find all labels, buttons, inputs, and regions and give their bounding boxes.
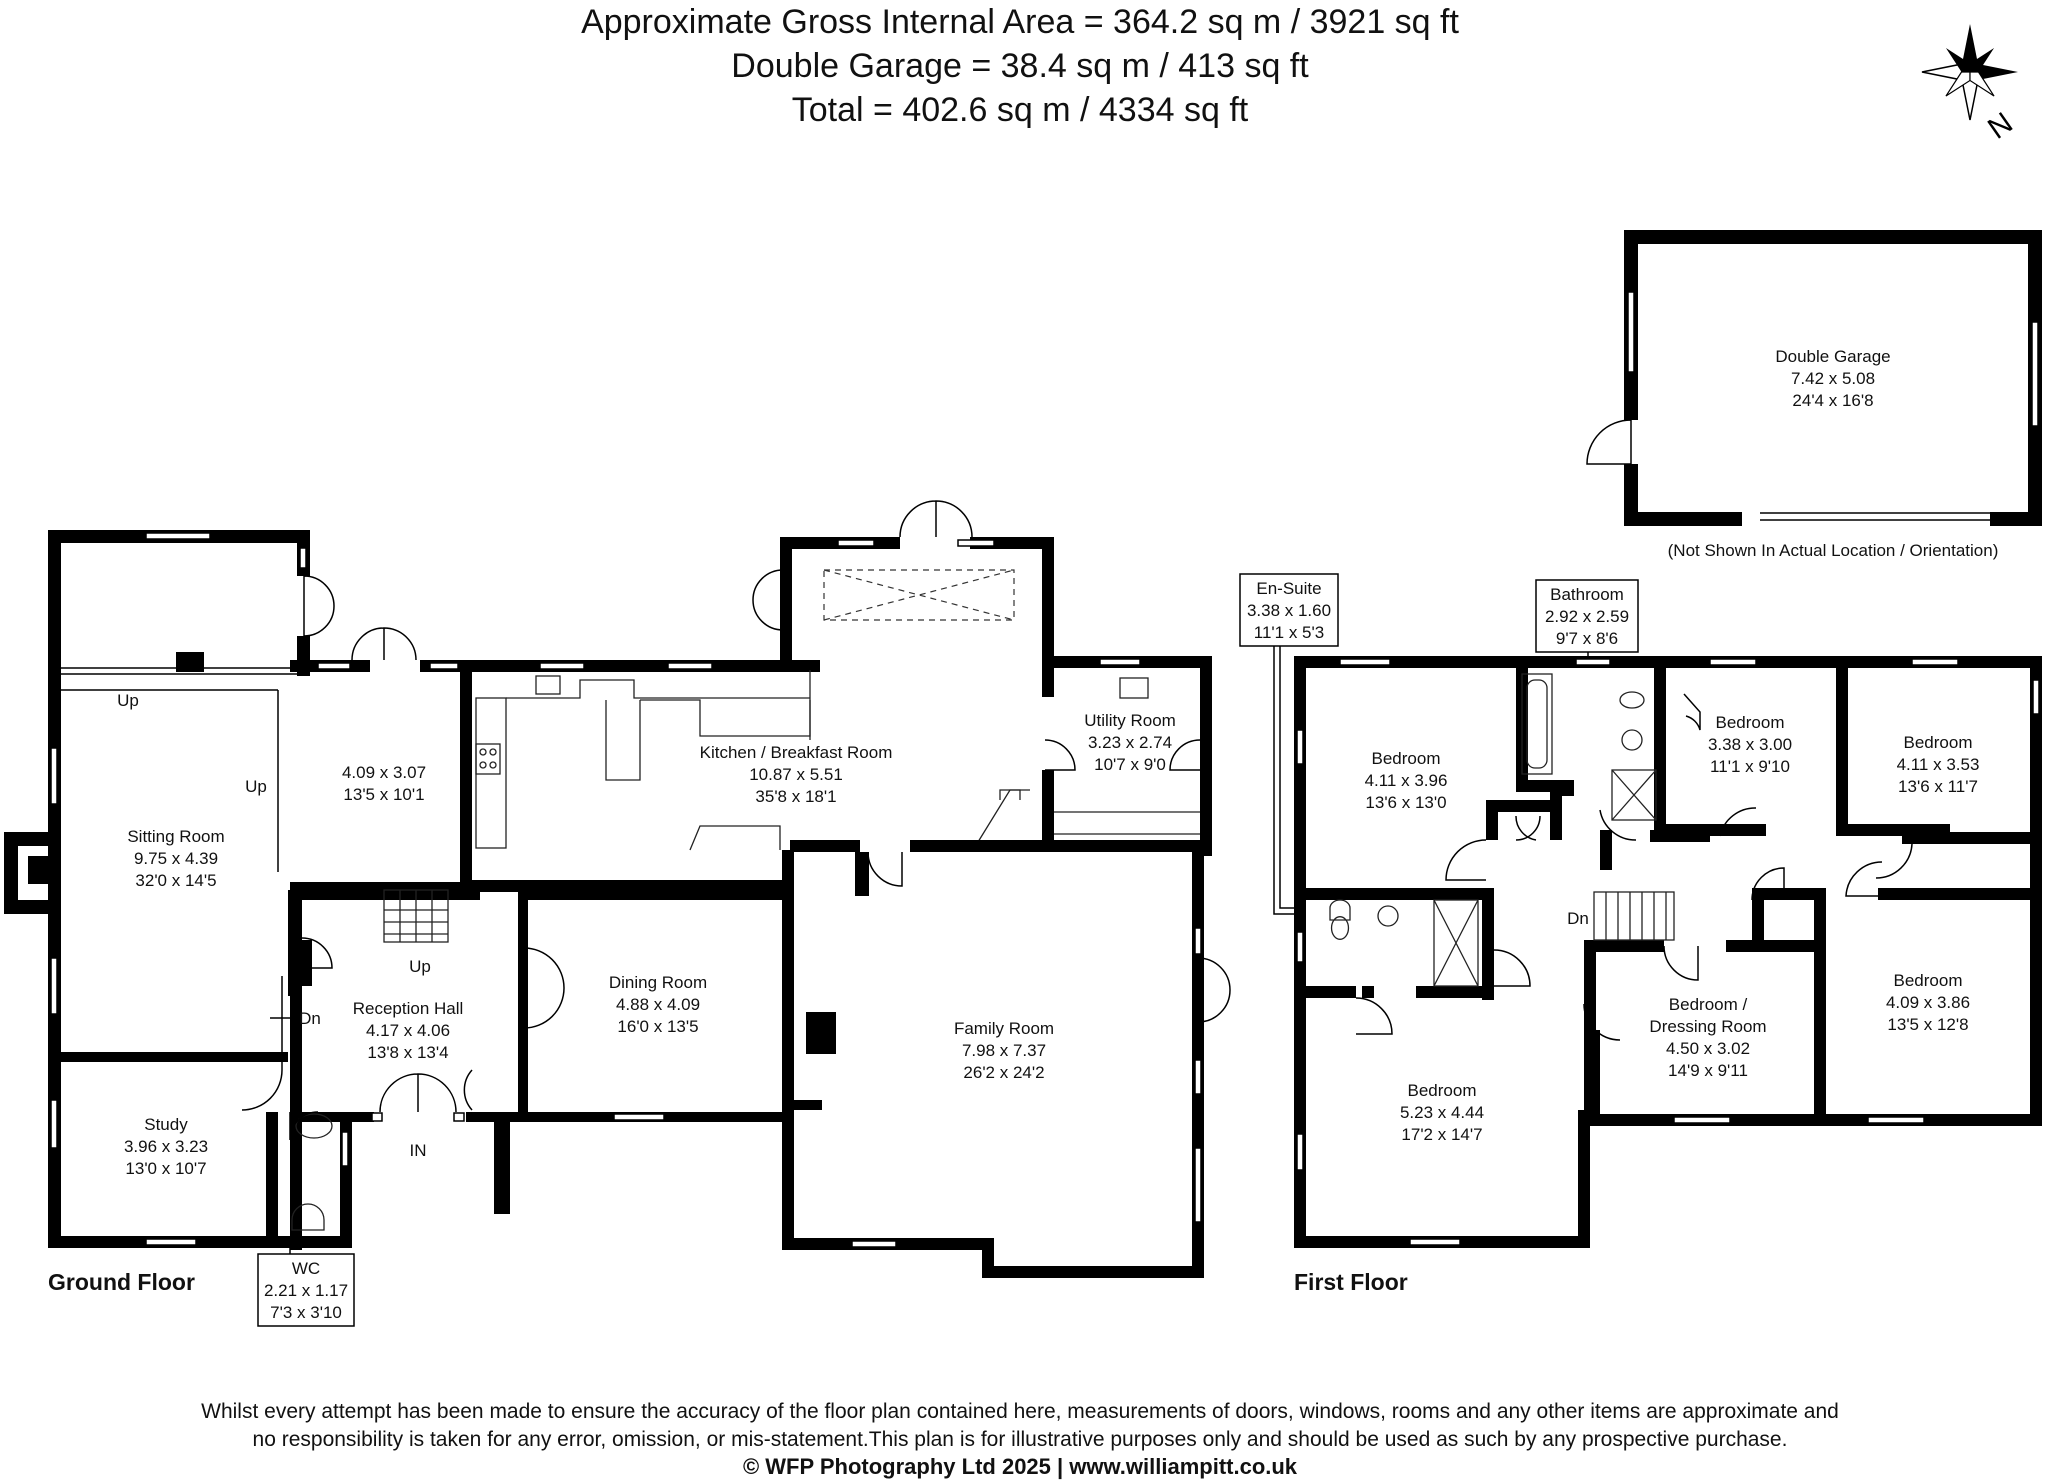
dining-imperial: 16'0 x 13'5	[617, 1017, 698, 1036]
room2-imperial: 13'5 x 10'1	[343, 785, 424, 804]
gross-area-line: Approximate Gross Internal Area = 364.2 …	[581, 3, 1459, 41]
ensuite-metric: 3.38 x 1.60	[1247, 601, 1331, 620]
ground-floor-label: Ground Floor	[48, 1269, 195, 1295]
family-name: Family Room	[954, 1019, 1054, 1038]
bed3-name: Bedroom	[1904, 733, 1973, 752]
utility-metric: 3.23 x 2.74	[1088, 733, 1172, 752]
disclaimer: Whilst every attempt has been made to en…	[201, 1400, 1839, 1479]
disclaimer-line-2: no responsibility is taken for any error…	[253, 1428, 1788, 1451]
bed5-imperial: 17'2 x 14'7	[1401, 1125, 1482, 1144]
utility-imperial: 10'7 x 9'0	[1094, 755, 1166, 774]
first-floor: En-Suite 3.38 x 1.60 11'1 x 5'3 Bathroom…	[1239, 573, 2042, 1295]
bed1-name: Bedroom	[1372, 749, 1441, 768]
garage-name: Double Garage	[1775, 347, 1890, 366]
reception-metric: 4.17 x 4.06	[366, 1021, 450, 1040]
up-marker-3: Up	[409, 957, 431, 976]
family-imperial: 26'2 x 24'2	[963, 1063, 1044, 1082]
wc-name: WC	[292, 1259, 320, 1278]
study-metric: 3.96 x 3.23	[124, 1137, 208, 1156]
dressing-name-1: Bedroom /	[1669, 995, 1748, 1014]
wc-metric: 2.21 x 1.17	[264, 1281, 348, 1300]
dressing-imperial: 14'9 x 9'11	[1668, 1061, 1748, 1080]
entrance-marker: IN	[410, 1141, 427, 1160]
study-imperial: 13'0 x 10'7	[125, 1159, 206, 1178]
bathroom-metric: 2.92 x 2.59	[1545, 607, 1629, 626]
bed3-metric: 4.11 x 3.53	[1897, 755, 1980, 774]
ensuite-name: En-Suite	[1256, 579, 1321, 598]
bed4-name: Bedroom	[1894, 971, 1963, 990]
reception-imperial: 13'8 x 13'4	[367, 1043, 448, 1062]
up-marker-1: Up	[117, 691, 139, 710]
utility-name: Utility Room	[1084, 711, 1176, 730]
kitchen-metric: 10.87 x 5.51	[749, 765, 843, 784]
compass-icon	[1921, 24, 2018, 121]
kitchen-imperial: 35'8 x 18'1	[755, 787, 836, 806]
bed4-imperial: 13'5 x 12'8	[1887, 1015, 1968, 1034]
sitting-room-metric: 9.75 x 4.39	[134, 849, 218, 868]
area-summary: Approximate Gross Internal Area = 364.2 …	[581, 3, 1459, 129]
bathroom-imperial: 9'7 x 8'6	[1556, 629, 1618, 648]
garage-location-note: (Not Shown In Actual Location / Orientat…	[1668, 541, 1999, 560]
garage-area-line: Double Garage = 38.4 sq m / 413 sq ft	[731, 47, 1309, 85]
kitchen-name: Kitchen / Breakfast Room	[700, 743, 893, 762]
up-marker-2: Up	[245, 777, 267, 796]
study-name: Study	[144, 1115, 188, 1134]
dressing-metric: 4.50 x 3.02	[1666, 1039, 1750, 1058]
reception-name: Reception Hall	[353, 999, 464, 1018]
bed2-metric: 3.38 x 3.00	[1708, 735, 1792, 754]
bed5-name: Bedroom	[1408, 1081, 1477, 1100]
bed3-imperial: 13'6 x 11'7	[1898, 777, 1978, 796]
sitting-room-imperial: 32'0 x 14'5	[135, 871, 216, 890]
bed2-name: Bedroom	[1716, 713, 1785, 732]
bed5-metric: 5.23 x 4.44	[1400, 1103, 1484, 1122]
wc-imperial: 7'3 x 3'10	[270, 1303, 342, 1322]
garage-imperial: 24'4 x 16'8	[1792, 391, 1873, 410]
first-floor-label: First Floor	[1294, 1269, 1408, 1295]
total-area-line: Total = 402.6 sq m / 4334 sq ft	[792, 91, 1249, 129]
bathroom-name: Bathroom	[1550, 585, 1624, 604]
sitting-room-name: Sitting Room	[127, 827, 224, 846]
room2-metric: 4.09 x 3.07	[342, 763, 426, 782]
copyright-line: © WFP Photography Ltd 2025 | www.william…	[743, 1454, 1298, 1479]
ground-floor: Up Up Up Dn IN Sitting Room 9.75 x 4.39 …	[4, 500, 1231, 1327]
dressing-name-2: Dressing Room	[1649, 1017, 1766, 1036]
ensuite-imperial: 11'1 x 5'3	[1254, 623, 1324, 642]
dn-marker-ground: Dn	[299, 1009, 321, 1028]
bed1-metric: 4.11 x 3.96	[1365, 771, 1448, 790]
dining-metric: 4.88 x 4.09	[616, 995, 700, 1014]
bed1-imperial: 13'6 x 13'0	[1365, 793, 1446, 812]
garage-metric: 7.42 x 5.08	[1791, 369, 1875, 388]
disclaimer-line-1: Whilst every attempt has been made to en…	[201, 1400, 1839, 1423]
double-garage: Double Garage 7.42 x 5.08 24'4 x 16'8 (N…	[1586, 230, 2042, 560]
dining-name: Dining Room	[609, 973, 707, 992]
family-metric: 7.98 x 7.37	[962, 1041, 1046, 1060]
bed4-metric: 4.09 x 3.86	[1886, 993, 1970, 1012]
north-label: N	[1982, 106, 2019, 145]
dn-marker-first: Dn	[1567, 909, 1589, 928]
bed2-imperial: 11'1 x 9'10	[1710, 757, 1790, 776]
